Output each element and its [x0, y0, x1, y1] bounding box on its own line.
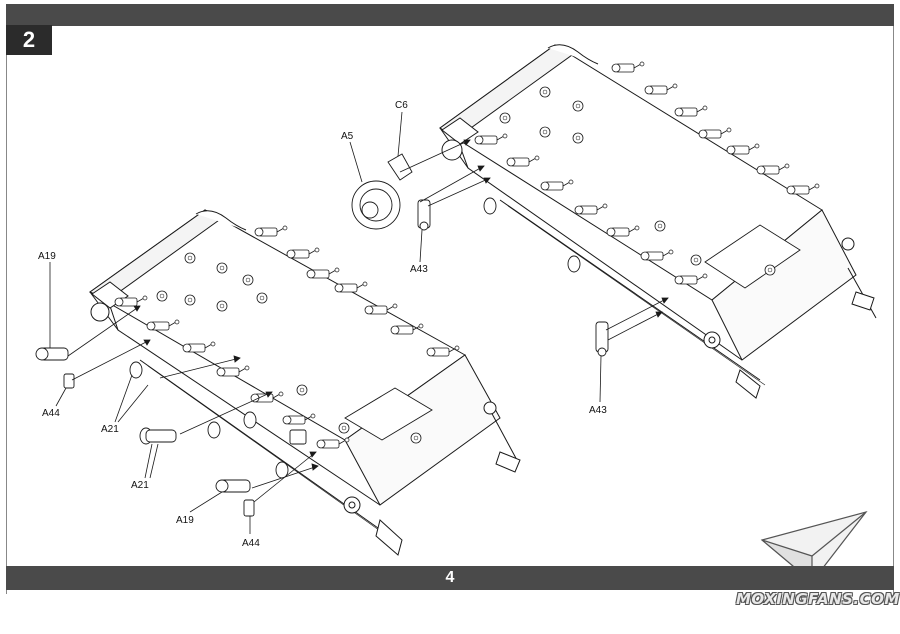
right-leader-lines [349, 111, 669, 403]
left-leader-lines [49, 262, 319, 534]
left-hull [88, 209, 521, 556]
footer-bar: 4 [6, 566, 894, 590]
page-number: 4 [445, 569, 455, 586]
label-a43-lower: A43 [589, 405, 607, 416]
label-a44-left: A44 [42, 408, 60, 419]
label-a19-top: A19 [38, 251, 56, 262]
watermark-text: MOXINGFANS.COM [736, 590, 900, 608]
part-labels: A19 A44 A21 A21 A19 A44 C6 A5 A43 A43 [38, 100, 607, 549]
right-hull [439, 44, 877, 399]
label-a19-bottom: A19 [176, 515, 194, 526]
left-loose-parts [35, 347, 307, 517]
label-a43-upper: A43 [410, 264, 428, 275]
label-a44-bottom: A44 [242, 538, 260, 549]
label-a21-upper: A21 [101, 424, 119, 435]
step-number-badge: 2 [6, 25, 52, 55]
label-a5: A5 [341, 131, 354, 142]
label-c6: C6 [395, 100, 408, 111]
header-bar [6, 4, 894, 26]
right-loose-parts [351, 153, 609, 357]
label-a21-lower: A21 [131, 480, 149, 491]
page-frame [6, 4, 894, 594]
step-number: 2 [22, 27, 36, 52]
